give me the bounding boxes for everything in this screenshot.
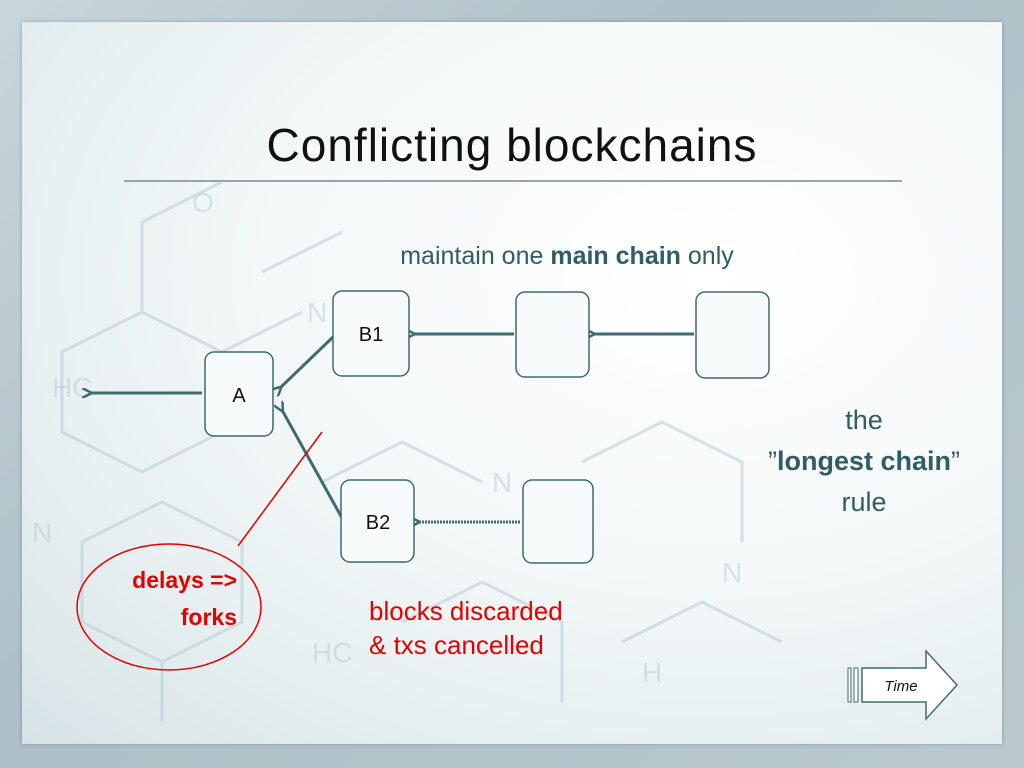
forks-pointer-line <box>237 431 323 547</box>
block-b1-label: B1 <box>359 324 383 346</box>
slide-title: Conflicting blockchains <box>266 119 758 171</box>
rule-close-quote: ” <box>951 446 961 476</box>
molecule-background-art: HC O N N HC N H N <box>32 180 783 722</box>
time-button[interactable]: Time <box>847 649 959 721</box>
svg-text:N: N <box>32 517 52 548</box>
forks-line-1: delays => <box>132 567 237 593</box>
caption-suffix: only <box>680 242 734 270</box>
svg-text:H: H <box>642 657 662 688</box>
caption-prefix: maintain one <box>400 242 551 270</box>
time-button-label: Time <box>884 678 917 695</box>
block-a <box>204 351 274 437</box>
svg-text:N: N <box>307 297 327 328</box>
rule-line-the: the <box>845 405 883 435</box>
rule-emphasis: longest chain <box>776 446 952 476</box>
block-fork-2 <box>522 479 594 564</box>
time-button-stripe-1 <box>847 667 852 703</box>
forks-line-2: forks <box>181 604 237 630</box>
title-underline <box>124 180 902 182</box>
discarded-line-2: & txs cancelled <box>369 630 544 660</box>
rule-line-rule: rule <box>841 487 887 517</box>
forks-ellipse <box>76 543 262 671</box>
arrow-b1-to-a <box>280 335 335 388</box>
block-b2 <box>340 479 415 563</box>
caption-emphasis: main chain <box>550 242 681 270</box>
time-arrow-icon <box>861 649 959 721</box>
svg-text:N: N <box>492 467 512 498</box>
block-b1 <box>332 290 410 377</box>
block-a-label: A <box>232 385 246 407</box>
time-button-stripe-2 <box>853 667 859 703</box>
rule-open-quote: ” <box>767 446 777 476</box>
discarded-line-1: blocks discarded <box>369 596 563 626</box>
rule-line-longest-chain: ”longest chain” <box>734 441 994 482</box>
svg-text:HC: HC <box>312 637 352 668</box>
svg-text:O: O <box>192 187 214 218</box>
main-chain-caption: maintain one main chain only <box>0 242 1024 271</box>
discarded-note: blocks discarded & txs cancelled <box>369 594 563 662</box>
slide-background: HC O N N HC N H N <box>22 22 1002 744</box>
svg-text:N: N <box>722 557 742 588</box>
block-main-2 <box>515 291 590 378</box>
block-main-3 <box>695 291 770 379</box>
block-b2-label: B2 <box>366 512 390 534</box>
arrow-b2-to-a <box>282 410 344 519</box>
